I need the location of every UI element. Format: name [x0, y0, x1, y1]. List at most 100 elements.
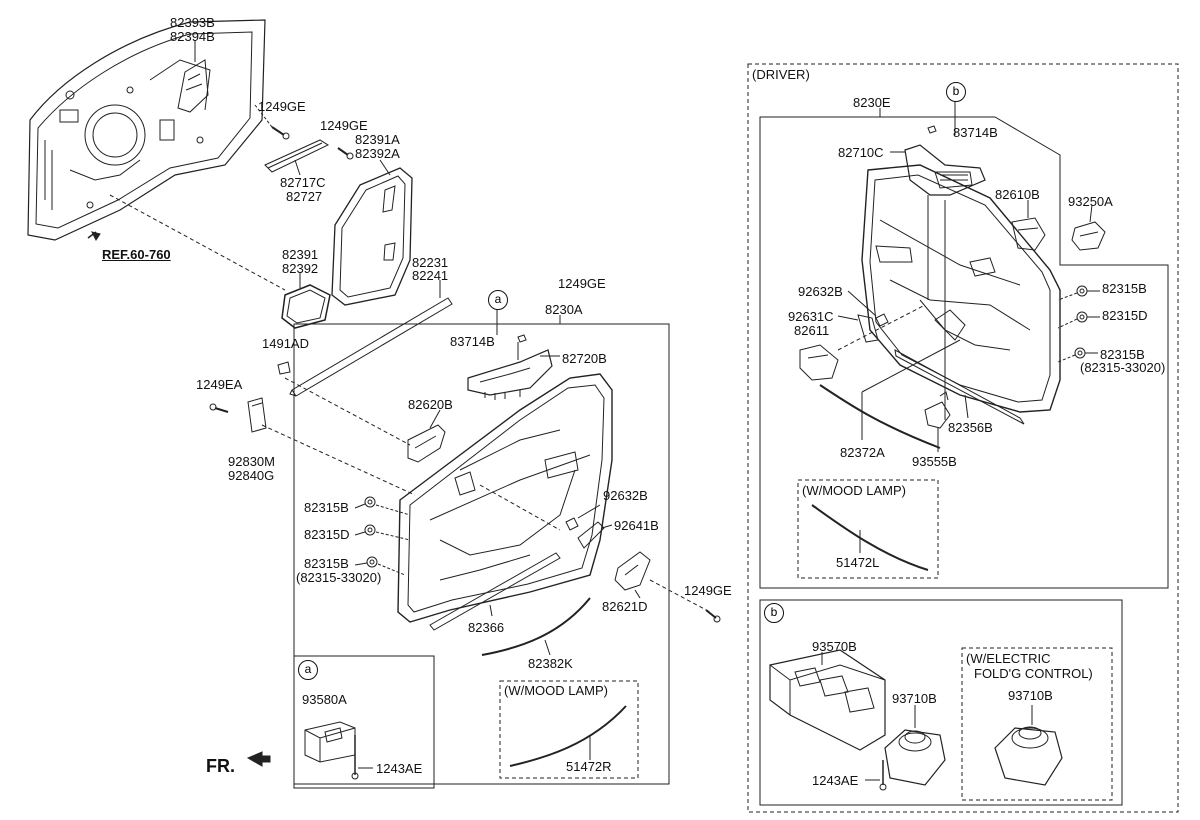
callout-circle-b: b [946, 82, 966, 102]
lamp-92632b-driver [875, 313, 889, 327]
label-82315b-b: 82315B [304, 556, 349, 571]
knob-93710b-a [884, 729, 946, 786]
lamp-92830m [247, 397, 267, 433]
label-1491ad: 1491AD [262, 336, 309, 351]
label-92840g: 92840G [228, 468, 275, 483]
label-82393b: 82393B [170, 15, 215, 30]
handle-82717c [264, 139, 330, 173]
knob-93710b-b [994, 726, 1063, 786]
door-inner-panel [27, 19, 266, 241]
label-1249ge-a: 1249GE [258, 99, 306, 114]
label-driver: (DRIVER) [752, 67, 810, 82]
label-82372a: 82372A [840, 445, 885, 460]
label-1249ge-c: 1249GE [558, 276, 606, 291]
group-box-8230a [293, 323, 670, 785]
reference-label: REF.60-760 [102, 247, 171, 262]
label-93710b-b: 93710B [1008, 688, 1053, 703]
label-93580a: 93580A [302, 692, 347, 707]
fastener-82315d-a [364, 524, 376, 536]
label-1249ge-b: 1249GE [320, 118, 368, 133]
strip-82372a [819, 384, 941, 449]
label-82392: 82392 [282, 261, 319, 276]
label-93555b: 93555B [912, 454, 957, 469]
label-electric-2: FOLD'G CONTROL) [974, 666, 1093, 681]
lamp-93555b [924, 391, 951, 429]
label-82620b: 82620B [408, 397, 453, 412]
seal-82391a [331, 167, 413, 306]
bracket-82393b [177, 59, 209, 113]
screw-1249ge-a [271, 126, 290, 140]
label-92830m: 92830M [228, 454, 275, 469]
label-1249ea: 1249EA [196, 377, 243, 392]
bolt-1249ea [209, 403, 229, 413]
label-mood-lamp-a: (W/MOOD LAMP) [504, 683, 608, 698]
strip-82356b [894, 349, 1025, 425]
label-1243ae-b: 1243AE [812, 773, 859, 788]
label-1249ge-d: 1249GE [684, 583, 732, 598]
label-82382k: 82382K [528, 656, 573, 671]
label-82717c: 82717C [280, 175, 326, 190]
label-93250a: 93250A [1068, 194, 1113, 209]
label-82720b: 82720B [562, 351, 607, 366]
bezel-82720b [467, 349, 553, 400]
fastener-82315b-b [366, 556, 378, 568]
label-83714b-a: 83714B [450, 334, 495, 349]
label-82392a: 82392A [355, 146, 400, 161]
electric-fold-box [961, 647, 1113, 801]
handle-82620b [407, 424, 446, 463]
mood-lamp-box-b [797, 479, 939, 579]
door-trim-8230a [397, 373, 613, 623]
label-82366: 82366 [468, 620, 505, 635]
callout-circle-a: a [488, 290, 508, 310]
handle-82610b [1011, 217, 1046, 251]
label-82315d-b: 82315D [1102, 308, 1148, 323]
label-82315-33020-b: (82315-33020) [1080, 360, 1166, 375]
label-82315b-d: 82315B [1100, 347, 1145, 362]
seal-82391 [281, 284, 331, 329]
bezel-82710c [904, 144, 986, 196]
mood-lamp-box-a [499, 680, 639, 779]
detail-circle-a: a [298, 660, 318, 680]
detail-box-a [293, 655, 435, 789]
cover-82611 [799, 344, 839, 381]
label-82231: 82231 [412, 255, 449, 270]
fastener-82315b-a [364, 496, 376, 508]
label-8230e: 8230E [853, 95, 891, 110]
label-82610b: 82610B [995, 187, 1040, 202]
label-93710b-a: 93710B [892, 691, 937, 706]
screw-1249ge-b [337, 147, 354, 160]
switch-93570b [769, 649, 886, 751]
label-1243ae-a: 1243AE [376, 761, 423, 776]
label-82315d-a: 82315D [304, 527, 350, 542]
strip-82366 [429, 552, 561, 631]
label-82391: 82391 [282, 247, 319, 262]
front-arrow [246, 751, 271, 767]
detail-box-b [759, 599, 1123, 806]
driver-box [747, 63, 1179, 813]
label-82394b: 82394B [170, 29, 215, 44]
label-mood-lamp-b: (W/MOOD LAMP) [802, 483, 906, 498]
screw-1249ge-d [705, 609, 721, 623]
label-8230a: 8230A [545, 302, 583, 317]
door-trim-8230e [861, 164, 1061, 413]
label-82710c: 82710C [838, 145, 884, 160]
label-82315-33020-a: (82315-33020) [296, 570, 382, 585]
label-92632b-a: 92632B [603, 488, 648, 503]
label-92641b: 92641B [614, 518, 659, 533]
label-82621d: 82621D [602, 599, 648, 614]
clip-1491ad [277, 361, 291, 375]
label-93570b: 93570B [812, 639, 857, 654]
label-82727: 82727 [286, 189, 323, 204]
label-82611: 82611 [794, 323, 830, 338]
label-92632b-b: 92632B [798, 284, 843, 299]
label-82315b-c: 82315B [1102, 281, 1147, 296]
label-92631c: 92631C [788, 309, 834, 324]
lamp-92632b [565, 517, 579, 531]
label-83714b-b: 83714B [953, 125, 998, 140]
label-82391a: 82391A [355, 132, 400, 147]
label-82241: 82241 [412, 268, 449, 283]
cover-82621d [614, 551, 651, 591]
detail-circle-b: b [764, 603, 784, 623]
strip-82382k [481, 597, 591, 656]
